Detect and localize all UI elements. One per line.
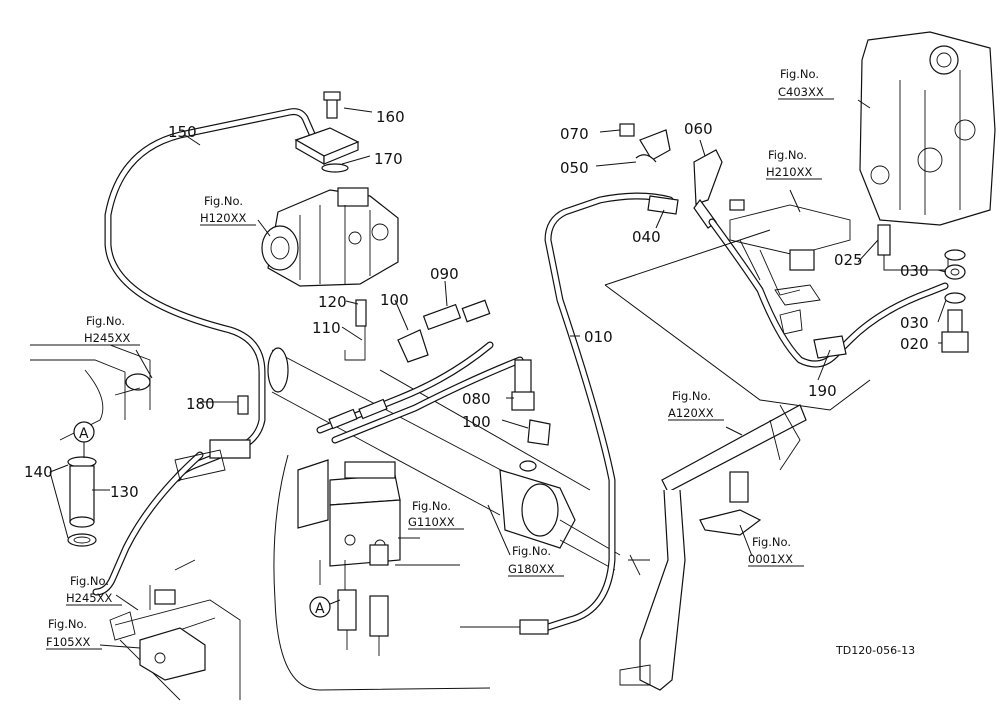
part-label-170: 170 bbox=[374, 150, 403, 168]
frame-h210 bbox=[604, 204, 871, 411]
drawing-artwork bbox=[30, 31, 996, 701]
fig-references: Fig.No. C403XX Fig.No. H210XX Fig.No. H1… bbox=[46, 67, 834, 650]
hoses bbox=[273, 299, 551, 691]
part-label-140: 140 bbox=[24, 463, 53, 481]
part-label-040: 040 bbox=[632, 228, 661, 246]
fig-f105-label: Fig.No. bbox=[48, 617, 87, 631]
part-label-030b: 030 bbox=[900, 314, 929, 332]
part-label-100a: 100 bbox=[380, 291, 409, 309]
fig-h210-label: Fig.No. bbox=[768, 148, 807, 162]
fig-0001-code: 0001XX bbox=[748, 552, 793, 566]
fig-h245a-label: Fig.No. bbox=[86, 314, 125, 328]
fig-f105-code: F105XX bbox=[46, 635, 90, 649]
pipe-right bbox=[708, 218, 949, 368]
fig-h120-label: Fig.No. bbox=[204, 194, 243, 208]
bracket-assembly bbox=[619, 123, 745, 229]
part-label-180: 180 bbox=[186, 395, 215, 413]
fig-g110-code: G110XX bbox=[408, 515, 455, 529]
fittings bbox=[941, 249, 969, 353]
fig-c403-label: Fig.No. bbox=[780, 67, 819, 81]
tank-outline bbox=[30, 344, 151, 441]
part-label-025: 025 bbox=[834, 251, 863, 269]
part-label-030a: 030 bbox=[900, 262, 929, 280]
marker-a-left: A bbox=[79, 426, 89, 442]
drawing-code: TD120-056-13 bbox=[835, 644, 915, 657]
connection-markers: A A bbox=[73, 421, 341, 618]
fig-h210-code: H210XX bbox=[766, 165, 812, 179]
part-label-050: 050 bbox=[560, 159, 589, 177]
part-label-110: 110 bbox=[312, 319, 341, 337]
fig-g180-code: G180XX bbox=[508, 562, 555, 576]
part-label-150: 150 bbox=[168, 123, 197, 141]
pipe-010 bbox=[460, 192, 674, 635]
fig-0001-label: Fig.No. bbox=[752, 535, 791, 549]
fig-a120-code: A120XX bbox=[668, 406, 714, 420]
fig-g180-label: Fig.No. bbox=[512, 544, 551, 558]
fig-g110-label: Fig.No. bbox=[412, 499, 451, 513]
fig-a120-label: Fig.No. bbox=[672, 389, 711, 403]
fig-h120-code: H120XX bbox=[200, 211, 246, 225]
part-labels: 150 160 170 180 140 130 120 110 100 090 … bbox=[24, 108, 929, 501]
fig-h245b-code: H245XX bbox=[66, 591, 112, 605]
pipe-clamp-180 bbox=[174, 395, 251, 481]
valve-c403 bbox=[859, 31, 996, 271]
part-label-070: 070 bbox=[560, 125, 589, 143]
part-label-130: 130 bbox=[110, 483, 139, 501]
part-label-160: 160 bbox=[376, 108, 405, 126]
part-label-080: 080 bbox=[462, 390, 491, 408]
flange-block bbox=[294, 91, 360, 173]
fig-h245b-label: Fig.No. bbox=[70, 574, 109, 588]
part-label-190: 190 bbox=[808, 382, 837, 400]
leader-lines bbox=[49, 99, 947, 649]
part-label-020: 020 bbox=[900, 335, 929, 353]
filter-assembly bbox=[67, 456, 97, 547]
part-label-060: 060 bbox=[684, 120, 713, 138]
frame-a120 bbox=[619, 404, 807, 691]
hydraulic-pump bbox=[261, 187, 399, 287]
fig-h245a-code: H245XX bbox=[84, 331, 130, 345]
part-label-010: 010 bbox=[584, 328, 613, 346]
part-label-090: 090 bbox=[430, 265, 459, 283]
frame-lower-left bbox=[109, 559, 241, 701]
control-valve bbox=[297, 459, 460, 656]
fig-c403-code: C403XX bbox=[778, 85, 824, 99]
marker-a-bottom: A bbox=[315, 601, 325, 617]
part-label-100b: 100 bbox=[462, 413, 491, 431]
part-label-120: 120 bbox=[318, 293, 347, 311]
cylinder bbox=[267, 347, 621, 571]
